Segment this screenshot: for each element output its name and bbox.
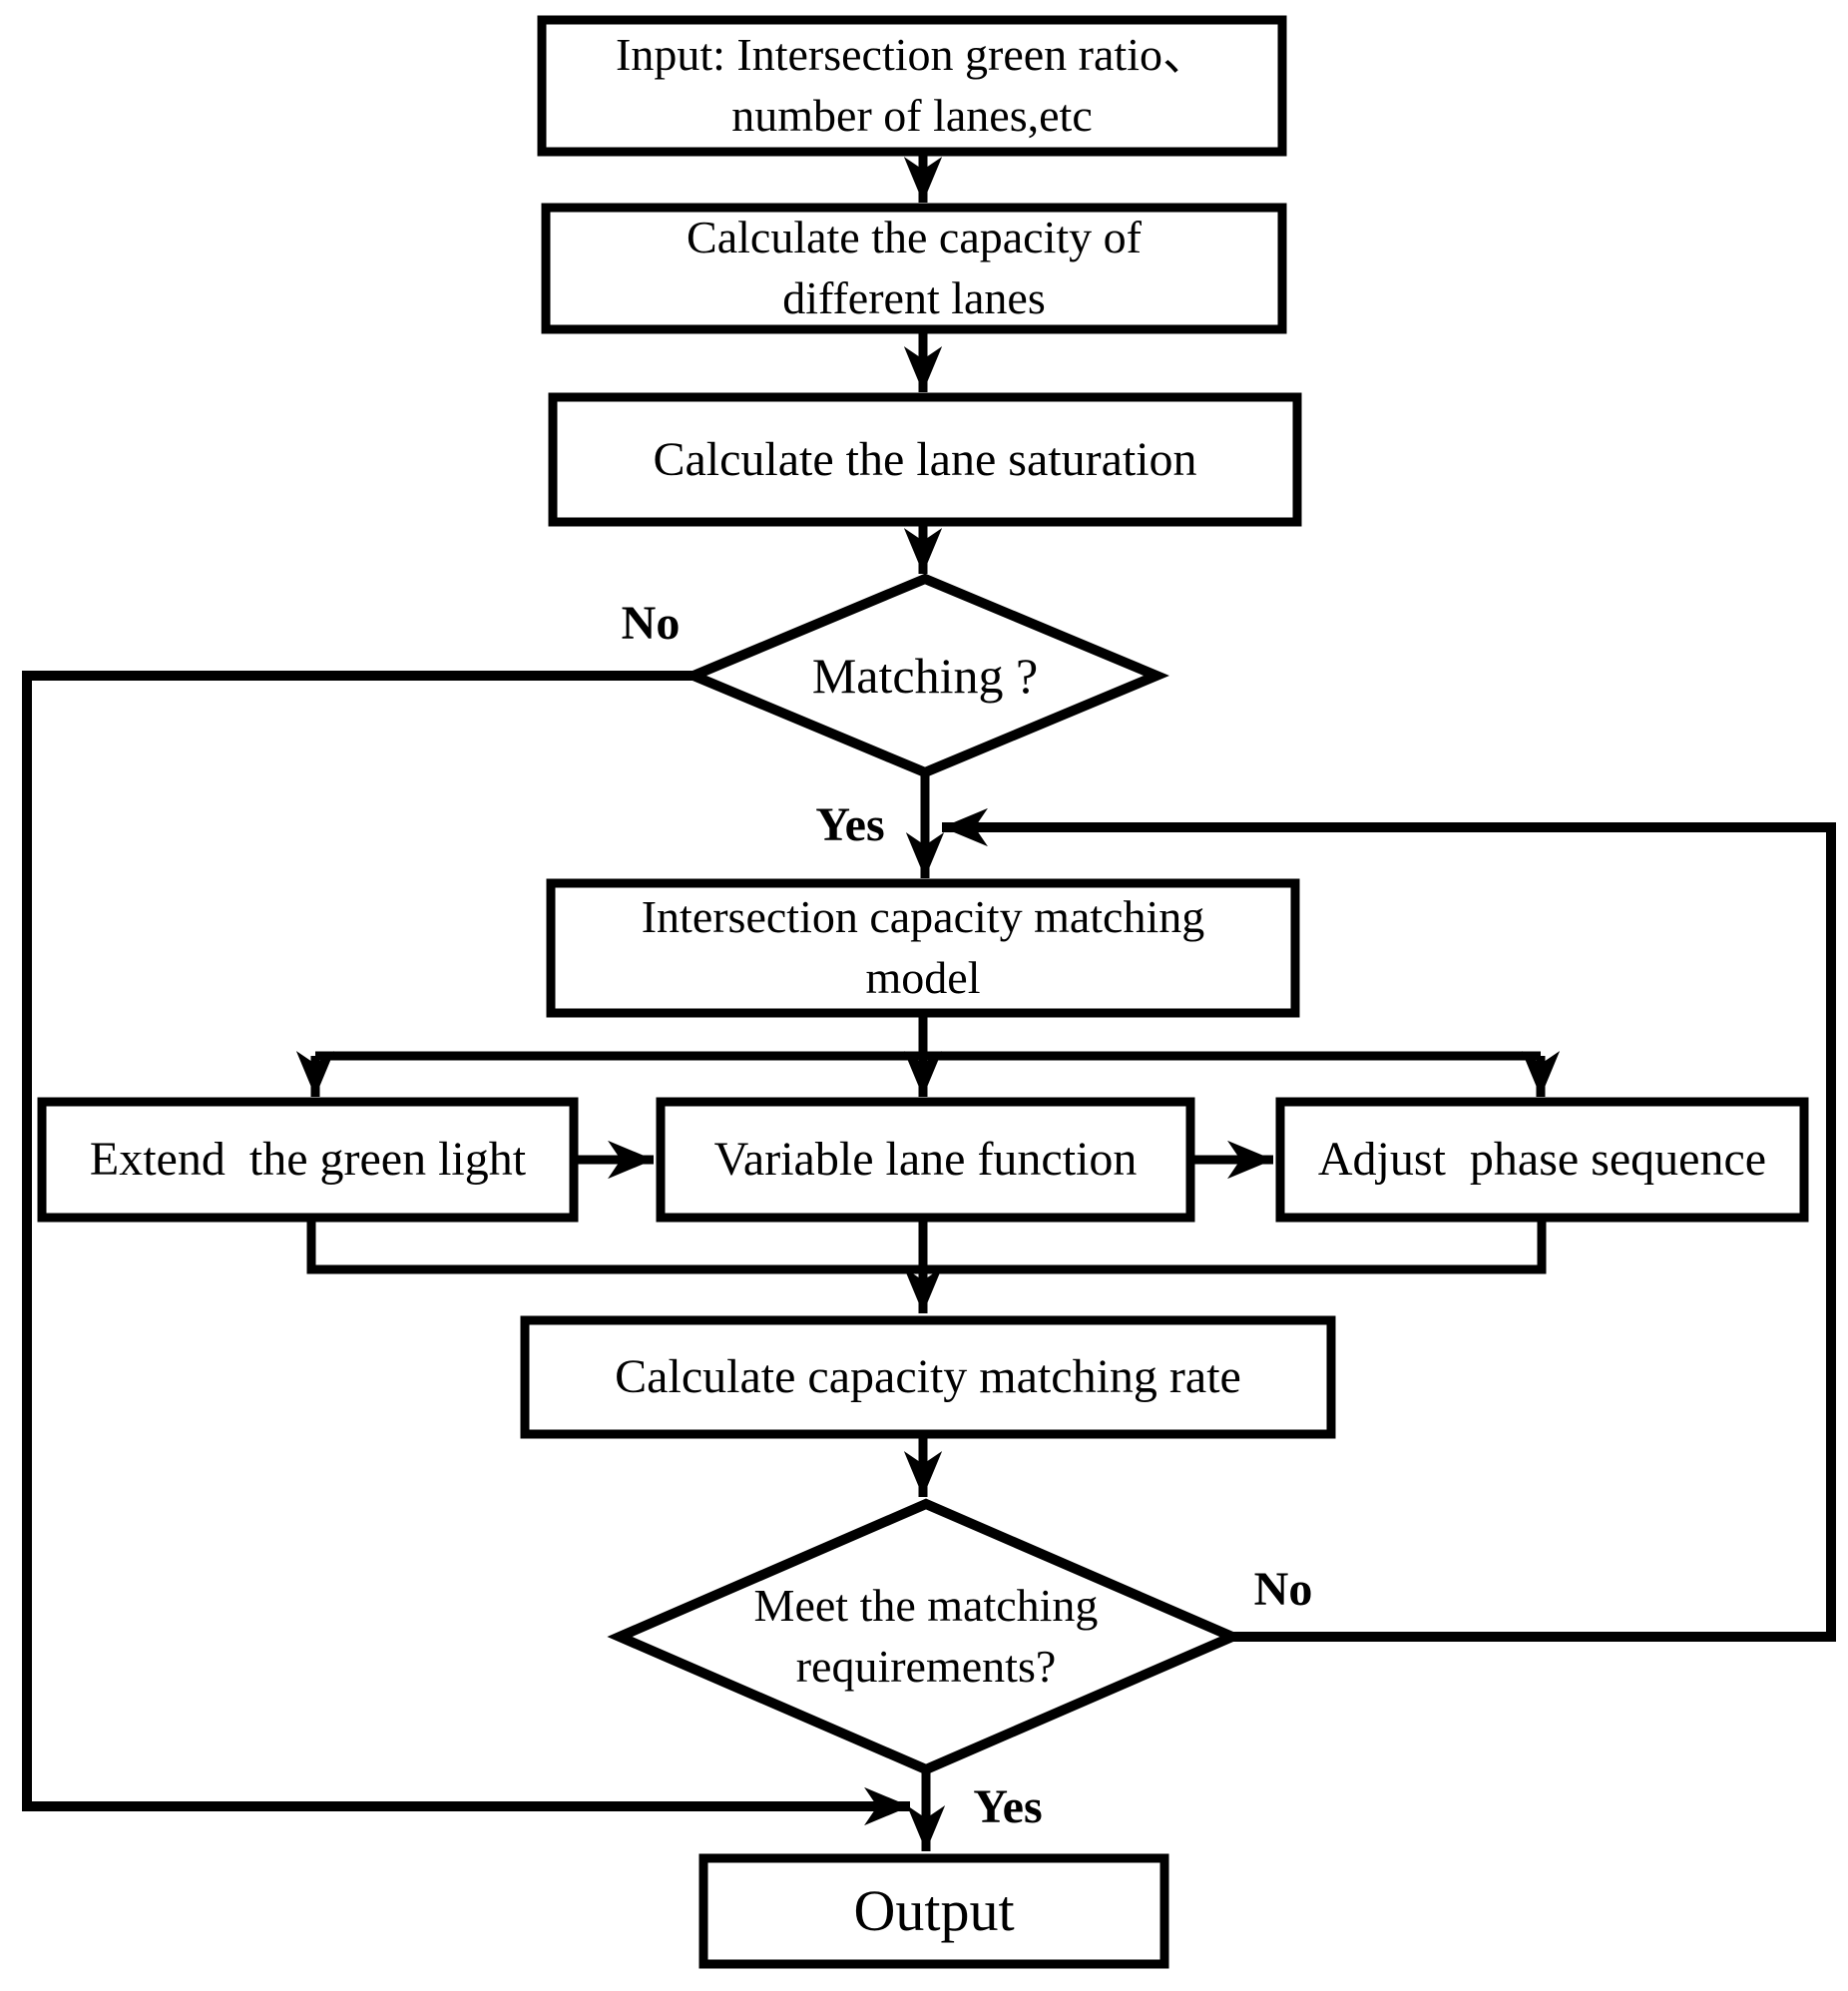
node-capacity-box [541, 203, 1287, 334]
node-model-box [546, 878, 1300, 1018]
node-output-box [698, 1853, 1169, 1969]
decision-meet-shape [607, 1498, 1245, 1775]
edge-meet-no-feedback-loop [942, 807, 1836, 1642]
node-saturation-box [548, 392, 1302, 527]
node-variable-box [656, 1097, 1195, 1223]
decision-matching-shape [681, 573, 1169, 778]
node-adjust-box [1275, 1097, 1809, 1223]
node-rate-box [520, 1315, 1336, 1439]
edge-matching-no-loop [22, 671, 910, 1826]
node-extend-box [37, 1097, 579, 1223]
node-input-box [537, 15, 1287, 157]
